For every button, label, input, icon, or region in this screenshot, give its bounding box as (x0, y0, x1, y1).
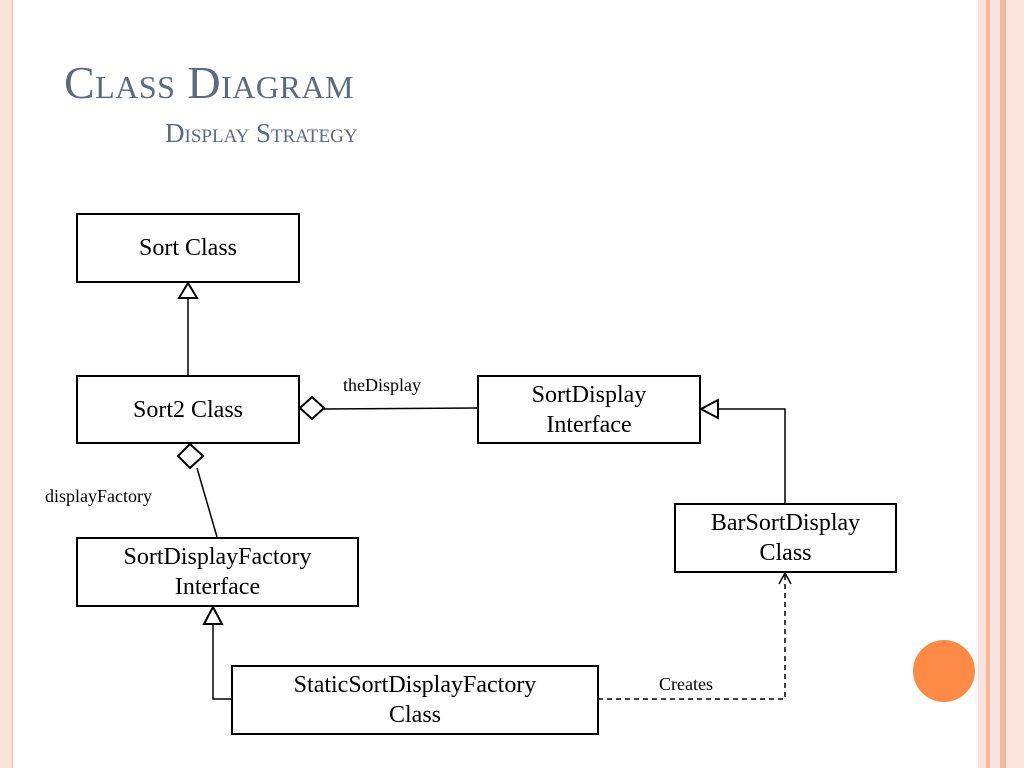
edge-staticfactory-to-factory-interface (212, 624, 231, 700)
edge-label-display-factory: displayFactory (45, 486, 152, 506)
edge-sort2-to-factory-interface (196, 467, 218, 538)
edge-staticfactory-creates-barsortdisplay (598, 574, 786, 700)
edge-label-the-display: theDisplay (343, 375, 421, 395)
aggregation-diamond (176, 442, 205, 470)
node-sort-display-interface-label: SortDisplay Interface (531, 381, 647, 438)
slide-frame-left (0, 0, 13, 768)
realization-arrowhead (202, 604, 224, 625)
node-static-sort-display-factory-class-label: StaticSortDisplayFactory Class (293, 672, 537, 728)
edge-sort2-to-sortdisplay (323, 407, 478, 410)
node-sort-display-interface: SortDisplay Interface (477, 375, 701, 444)
slide-frame-right-stripe (978, 0, 986, 768)
node-bar-sort-display-class-label: BarSortDisplay Class (710, 510, 861, 566)
accent-circle (913, 640, 975, 702)
slide-subtitle: Display Strategy (165, 118, 358, 148)
slide-frame-right-stripe (1006, 0, 1024, 768)
node-bar-sort-display-class: BarSortDisplay Class (674, 503, 897, 573)
node-sort2-class: Sort2 Class (76, 375, 300, 444)
generalization-arrowhead (177, 281, 199, 299)
node-sort-class: Sort Class (76, 213, 300, 283)
edge-barsortdisplay-to-sortdisplay (718, 408, 786, 503)
node-sort-class-label: Sort Class (138, 235, 237, 261)
edge-label-creates: Creates (659, 674, 713, 694)
node-sort-display-factory-interface: SortDisplayFactory Interface (76, 537, 359, 607)
slide-frame-right-stripe (1000, 0, 1006, 768)
slide-frame-right-stripe (990, 0, 1000, 768)
slide-frame-right-stripe (986, 0, 990, 768)
node-sort2-class-label: Sort2 Class (132, 396, 243, 423)
node-sort-display-factory-interface-label: SortDisplayFactory Interface (123, 544, 312, 600)
dependency-arrowhead (778, 571, 792, 585)
aggregation-diamond (298, 395, 326, 421)
node-static-sort-display-factory-class: StaticSortDisplayFactory Class (231, 665, 599, 735)
realization-arrowhead (698, 398, 719, 420)
slide-title: Class Diagram (64, 57, 354, 108)
